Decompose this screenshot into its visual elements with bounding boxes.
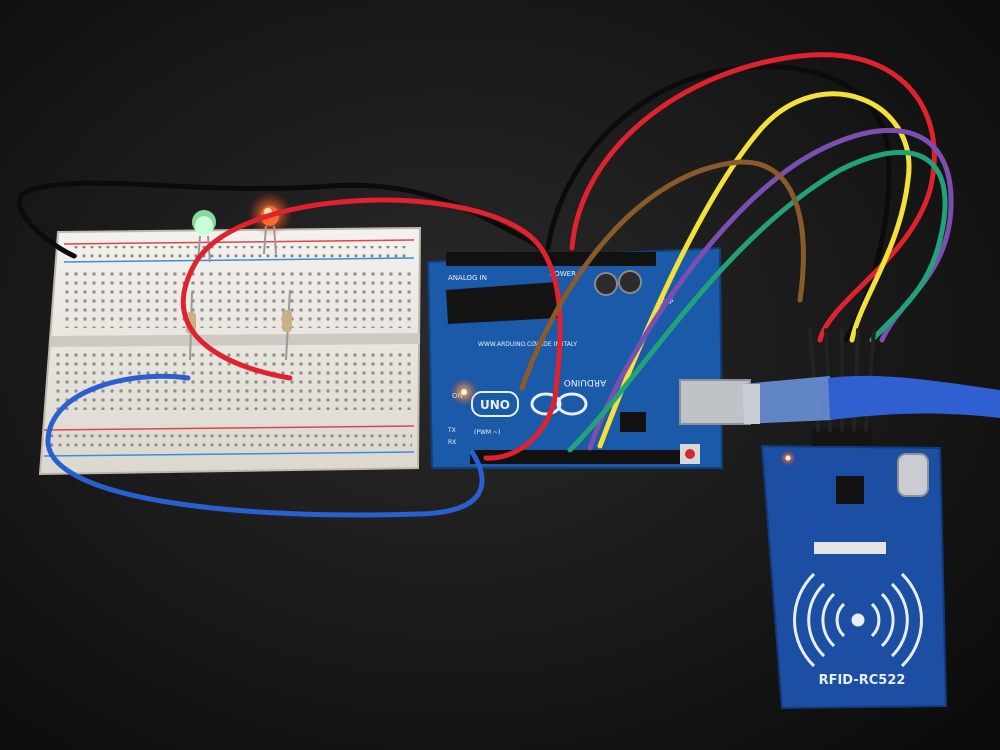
rfid-module: RFID-RC522 <box>760 428 948 710</box>
black-jumper-wire <box>545 64 892 343</box>
green-led <box>192 210 216 263</box>
rfid-title: RFID-RC522 <box>819 673 906 688</box>
rx-label: RX <box>448 439 456 446</box>
arduino-model-label: UNO <box>480 398 510 412</box>
website-label: WWW.ARDUINO.CC <box>478 341 535 348</box>
blue-jumper-wire <box>45 373 485 518</box>
power-label: POWER <box>550 270 576 278</box>
tx-label: TX <box>447 427 456 434</box>
analog-in-label: ANALOG IN <box>448 274 487 282</box>
capacitor <box>618 270 642 294</box>
rfid-antenna-icon <box>792 572 924 668</box>
black-jumper-wire <box>16 180 555 265</box>
arduino-logo: UNO ARDUINO <box>471 377 606 417</box>
capacitor <box>594 272 618 296</box>
breadboard <box>38 226 422 476</box>
arduino-uno-board: UNO ARDUINO POWER ANALOG IN WWW.ARDUINO.… <box>426 246 751 469</box>
usb-jack <box>679 379 751 425</box>
yellow-jumper-wire <box>597 91 912 449</box>
teal-jumper-wire <box>567 150 948 453</box>
usb-cable <box>742 375 1000 424</box>
red-jumper-wire <box>180 197 563 461</box>
pwm-label: (PWM ~) <box>474 429 500 436</box>
arduino-brand-label: ARDUINO <box>564 377 606 387</box>
brown-jumper-wire <box>519 159 806 391</box>
resistor <box>282 289 292 361</box>
made-in-label: MADE IN ITALY <box>534 341 577 348</box>
